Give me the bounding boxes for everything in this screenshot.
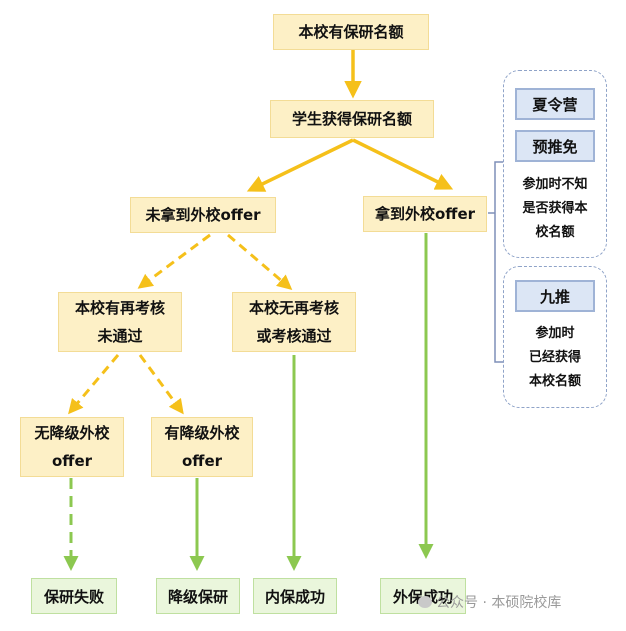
edge-recheck-fail-downgrade — [138, 354, 184, 415]
node-no-offer: 未拿到外校offer — [130, 197, 276, 233]
edge-no-offer-recheck-pass — [227, 233, 293, 290]
note-september-line3: 本校名额 — [528, 374, 581, 389]
outcome-internal-label: 内保成功 — [264, 587, 325, 606]
note-september-line1: 参加时 — [535, 326, 575, 341]
node-downgrade-offer: 有降级外校 offer — [151, 417, 253, 477]
watermark: 公众号 · 本硕院校库 — [418, 592, 561, 612]
note-september-line2: 已经获得 — [528, 350, 581, 365]
node-no-offer-label: 未拿到外校offer — [145, 206, 261, 224]
node-no-downgrade-line1: 无降级外校 — [34, 424, 110, 442]
tag-pre-recommend: 预推免 — [515, 130, 595, 162]
edge-recheck-fail-no-downgrade — [68, 354, 120, 415]
node-has-offer: 拿到外校offer — [363, 196, 487, 232]
watermark-text: 公众号 · 本硕院校库 — [436, 595, 562, 611]
node-student-quota-label: 学生获得保研名额 — [291, 110, 412, 128]
tag-september: 九推 — [515, 280, 595, 312]
node-has-offer-label: 拿到外校offer — [374, 205, 476, 223]
side-bracket — [488, 161, 503, 363]
edge-no-offer-recheck-fail — [137, 233, 211, 289]
outcome-internal: 内保成功 — [253, 578, 337, 614]
tag-summer-camp: 夏令营 — [515, 88, 595, 120]
side-group-september — [503, 266, 607, 408]
outcome-downgrade: 降级保研 — [156, 578, 240, 614]
outcome-downgrade-label: 降级保研 — [167, 587, 228, 606]
outcome-fail: 保研失败 — [31, 578, 117, 614]
note-early-line1: 参加时不知 — [522, 177, 588, 192]
node-recheck-fail: 本校有再考核 未通过 — [58, 292, 182, 352]
outcome-external: 外保成功 — [380, 578, 466, 614]
note-early: 参加时不知 是否获得本 校名额 — [509, 173, 601, 245]
node-no-downgrade-line2: offer — [51, 452, 93, 470]
node-school-quota: 本校有保研名额 — [273, 14, 429, 50]
tag-summer-camp-label: 夏令营 — [532, 95, 578, 114]
note-early-line3: 校名额 — [535, 225, 575, 240]
node-recheck-pass: 本校无再考核 或考核通过 — [232, 292, 356, 352]
node-recheck-pass-line2: 或考核通过 — [256, 327, 332, 345]
note-early-line2: 是否获得本 — [522, 201, 588, 216]
node-recheck-pass-line1: 本校无再考核 — [248, 299, 339, 317]
tag-september-label: 九推 — [539, 287, 570, 306]
node-no-downgrade-offer: 无降级外校 offer — [20, 417, 124, 477]
edge-obtain-has-offer — [352, 138, 454, 190]
node-recheck-fail-line2: 未通过 — [97, 327, 143, 345]
node-school-quota-label: 本校有保研名额 — [298, 23, 404, 41]
node-recheck-fail-line1: 本校有再考核 — [74, 299, 165, 317]
outcome-fail-label: 保研失败 — [43, 587, 104, 606]
node-downgrade-line1: 有降级外校 — [164, 424, 240, 442]
note-september: 参加时 已经获得 本校名额 — [509, 322, 601, 394]
wechat-icon — [418, 596, 432, 608]
edge-obtain-no-offer — [246, 138, 354, 192]
side-group-early — [503, 70, 607, 258]
node-downgrade-line2: offer — [181, 452, 223, 470]
tag-pre-recommend-label: 预推免 — [532, 137, 578, 156]
node-student-quota: 学生获得保研名额 — [270, 100, 434, 138]
